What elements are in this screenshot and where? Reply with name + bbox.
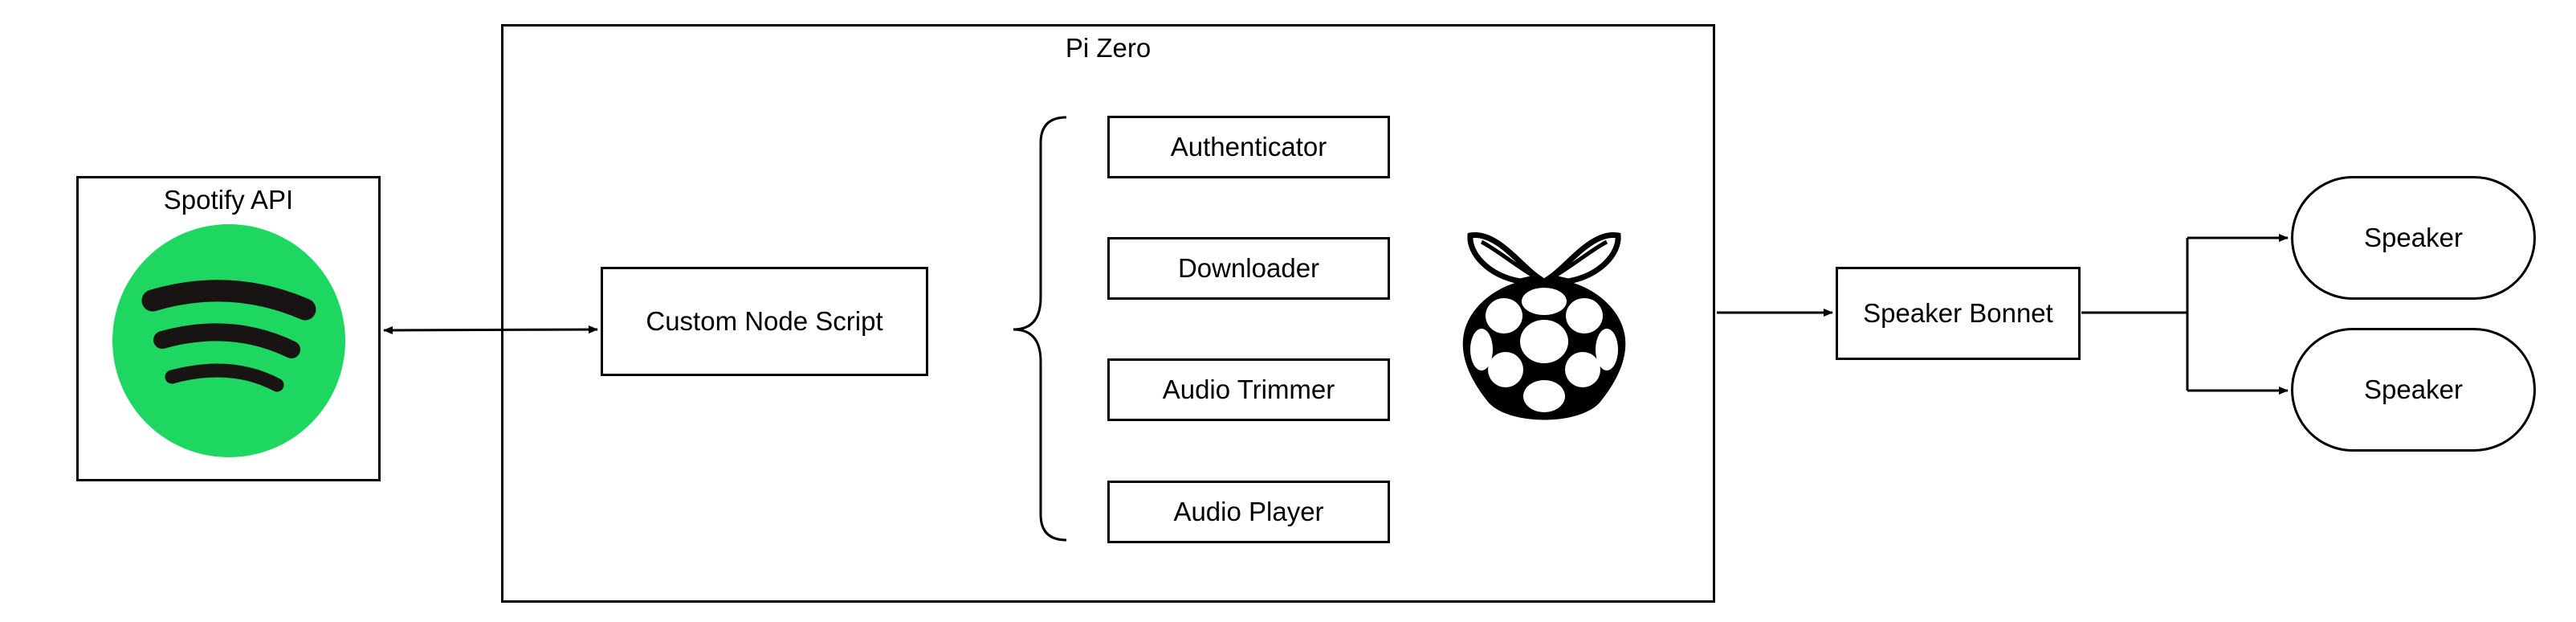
spotify-api-box: Spotify API [76,176,381,481]
spotify-api-title: Spotify API [163,185,294,215]
custom-node-script-box: Custom Node Script [601,267,928,376]
speaker-bonnet-box: Speaker Bonnet [1836,267,2081,360]
speaker-bonnet-label: Speaker Bonnet [1863,298,2053,328]
spotify-icon [112,224,345,457]
speaker-node-2: Speaker [2291,328,2536,452]
module-brace [1013,116,1067,542]
module-label: Downloader [1177,253,1320,283]
module-label: Authenticator [1170,132,1327,162]
custom-node-script-label: Custom Node Script [646,306,883,336]
module-label: Audio Player [1173,497,1324,526]
module-box-downloader: Downloader [1107,237,1390,300]
pi-zero-container: Pi Zero [501,24,1715,603]
spotify-node-arrow [383,325,598,334]
raspberry-pi-icon [1462,232,1626,420]
module-label: Audio Trimmer [1162,374,1335,404]
speaker-label: Speaker [2364,223,2463,252]
module-box-audio-player: Audio Player [1107,481,1390,543]
bonnet-speaker-arrows [2081,234,2289,395]
speaker-node-1: Speaker [2291,176,2536,300]
module-box-audio-trimmer: Audio Trimmer [1107,358,1390,421]
module-box-authenticator: Authenticator [1107,116,1390,178]
pi-zero-title: Pi Zero [1065,33,1151,63]
speaker-label: Speaker [2364,374,2463,404]
